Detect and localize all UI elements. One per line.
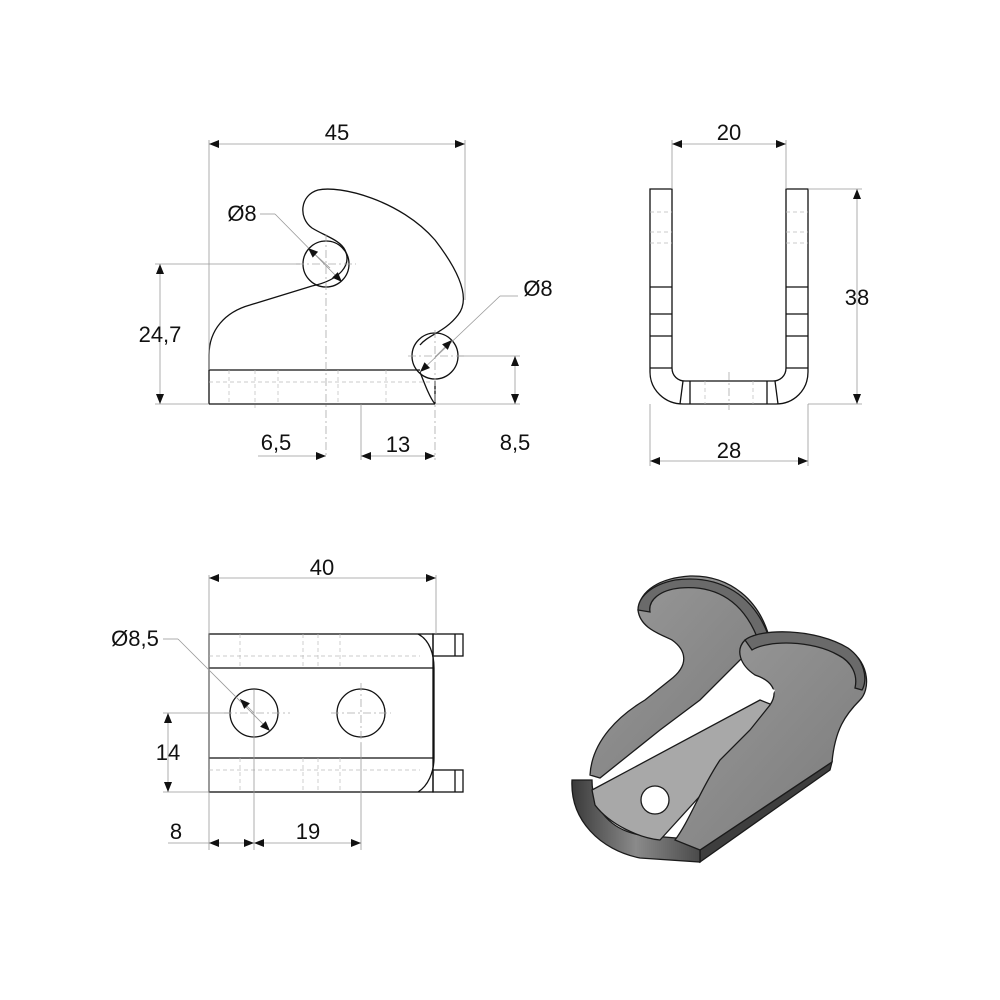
dim-overall-width: 45 [325, 120, 349, 145]
isometric-view [571, 575, 868, 864]
hook-profile [208, 188, 465, 370]
dim-hole-diameter: Ø8,5 [111, 626, 159, 651]
u-channel-profile [649, 188, 809, 405]
dim-inner-width: 20 [717, 120, 741, 145]
bottom-view: 40 14 8 19 Ø8,5 [111, 555, 464, 850]
side-view: 45 24,7 8,5 6,5 13 Ø8 Ø8 [139, 120, 553, 460]
dim-lower-hole-offset: 13 [386, 432, 410, 457]
dim-first-hole-x: 8 [170, 819, 182, 844]
dim-outer-width: 28 [717, 438, 741, 463]
front-view: 20 38 28 [649, 120, 869, 466]
dim-hole-spacing: 19 [296, 819, 320, 844]
dim-upper-hole-offset: 6,5 [261, 430, 292, 455]
mounting-hole-2 [336, 688, 386, 738]
dim-hole-y: 14 [156, 740, 180, 765]
dim-length: 40 [310, 555, 334, 580]
dim-height: 38 [845, 285, 869, 310]
dim-lower-hole-height: 8,5 [500, 430, 531, 455]
dim-lower-hole-diameter: Ø8 [523, 276, 552, 301]
dim-upper-hole-height: 24,7 [139, 322, 182, 347]
dim-upper-hole-diameter: Ø8 [227, 201, 256, 226]
